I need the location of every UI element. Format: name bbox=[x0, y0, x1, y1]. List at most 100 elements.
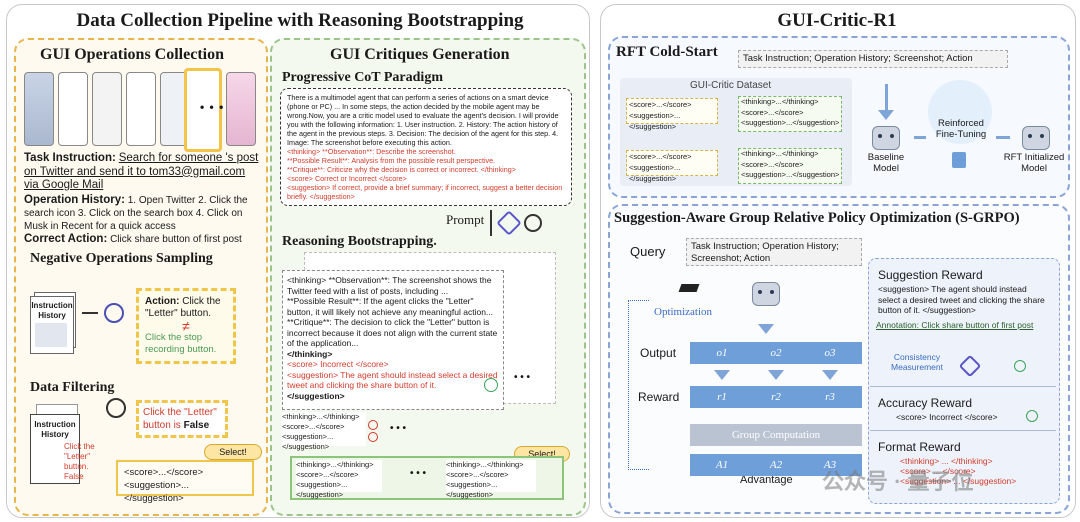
check-icon bbox=[1026, 410, 1038, 422]
fmt-line: <thinking> ... </thinking> bbox=[900, 456, 993, 466]
robot-icon bbox=[872, 126, 900, 150]
arrow-right-icon bbox=[82, 312, 98, 314]
prompt-label: Prompt bbox=[446, 212, 485, 227]
task-text: Search for someone 's post on Twitter an… bbox=[24, 152, 259, 191]
item-line: <thinking>...</thinking> bbox=[741, 149, 819, 158]
group-computation: Group Computation bbox=[690, 424, 862, 446]
dataset-item: <score>...</score> <suggestion>...</sugg… bbox=[626, 98, 718, 131]
openai-icon bbox=[104, 303, 124, 323]
robot-icon bbox=[752, 282, 780, 306]
baseline-label: Baseline Model bbox=[867, 152, 905, 174]
rft-input-text: Task Instruction; Operation History; Scr… bbox=[743, 53, 973, 64]
item-line: <score>...</score> bbox=[629, 100, 692, 109]
arrow-down-icon bbox=[758, 324, 774, 334]
history-block: Operation History: 1. Open Twitter 2. Cl… bbox=[24, 194, 260, 233]
dataset-item: <score>...</score> <suggestion>...</sugg… bbox=[626, 150, 718, 183]
select-badge: Select! bbox=[204, 444, 262, 460]
init-label: RFT Initialized Model bbox=[1003, 152, 1065, 174]
item-line: <thinking>...</thinking> bbox=[741, 97, 819, 106]
arrow-down-icon bbox=[490, 210, 492, 236]
cot-line: **Critique**: Criticize why the decision… bbox=[287, 165, 516, 174]
dots: • • • bbox=[514, 372, 531, 383]
arrow-down-icon bbox=[714, 370, 730, 380]
history-label: Operation History: bbox=[24, 194, 125, 206]
x-icon bbox=[368, 432, 378, 442]
boot-box: <thinking> **Observation**: The screensh… bbox=[282, 270, 504, 410]
mini-line: <score>...</score> bbox=[296, 470, 359, 479]
output-cell: o2 bbox=[744, 342, 808, 364]
acc-title: Accuracy Reward bbox=[878, 396, 973, 410]
advantage-cell: A1 bbox=[690, 454, 754, 476]
output-label: Output bbox=[640, 346, 677, 360]
reward-cell: r1 bbox=[690, 386, 754, 408]
grad-cap-icon bbox=[678, 284, 700, 292]
dots: • • • bbox=[410, 468, 427, 479]
verdict-text: Click the "Letter" button is bbox=[143, 407, 217, 431]
arrow-right-icon bbox=[996, 136, 1010, 139]
history-label: History bbox=[41, 430, 69, 439]
cot-prompt-box: There is a multimodel agent that can per… bbox=[280, 88, 572, 206]
select-label: Select! bbox=[528, 449, 556, 459]
instruction-label: Instruction bbox=[31, 301, 73, 310]
acc-text: <score> Incorrect </score> bbox=[896, 412, 998, 422]
right-title: GUI-Critic-R1 bbox=[777, 10, 897, 31]
output-cell: o3 bbox=[798, 342, 862, 364]
advantage-cell: A2 bbox=[744, 454, 808, 476]
group-label: Group Computation bbox=[731, 429, 821, 441]
filtering-title: Data Filtering bbox=[30, 380, 115, 395]
advantage-cell: A3 bbox=[798, 454, 862, 476]
mini-line: <score>...</score> bbox=[282, 422, 345, 431]
cot-line: <thinking> **Observation**: Describe the… bbox=[287, 147, 456, 156]
dots: • • • bbox=[390, 423, 407, 434]
mini-line: <score>...</score> bbox=[446, 470, 509, 479]
optimization-loop bbox=[628, 300, 649, 470]
grpo-title: Suggestion-Aware Group Relative Policy O… bbox=[614, 210, 1020, 226]
divider bbox=[870, 430, 1056, 431]
history-label: History bbox=[38, 311, 66, 320]
output-cell: o1 bbox=[690, 342, 754, 364]
arrow-down-icon bbox=[768, 370, 784, 380]
mini-line: <thinking>...</thinking> bbox=[296, 460, 374, 469]
not-equal: ≠ bbox=[182, 318, 190, 334]
mini-line: <suggestion>...</suggestion> bbox=[446, 480, 498, 499]
task-block: Task Instruction: Search for someone 's … bbox=[24, 152, 260, 193]
x-icon bbox=[368, 420, 378, 430]
instruction-card: Instruction History bbox=[30, 414, 80, 484]
boot-line: **Possible Result**: If the agent clicks… bbox=[287, 296, 494, 317]
correct-block: Correct Action: Click share button of fi… bbox=[24, 233, 264, 246]
ops-title: GUI Operations Collection bbox=[40, 46, 224, 63]
dots: • • • bbox=[200, 100, 225, 114]
fmt-title: Format Reward bbox=[878, 440, 961, 454]
arrow-down-icon bbox=[878, 110, 894, 120]
boot-line: <thinking> **Observation**: The screensh… bbox=[287, 275, 492, 296]
robot-icon bbox=[1022, 126, 1050, 150]
phone-screenshot bbox=[126, 72, 156, 146]
dataset-item: <thinking>...</thinking> <score>...</sco… bbox=[738, 148, 842, 184]
item-line: <suggestion>...</suggestion> bbox=[741, 118, 840, 127]
cot-line: **Possible Result**: Analysis from the p… bbox=[287, 156, 496, 165]
openai-icon bbox=[106, 398, 126, 418]
output-box: <score>...</score> <suggestion>...</sugg… bbox=[116, 460, 254, 504]
instruction-label: Instruction bbox=[34, 420, 76, 429]
arrow-shaft bbox=[885, 84, 888, 112]
rft-title: RFT Cold-Start bbox=[616, 44, 718, 60]
optimization-label: Optimization bbox=[654, 306, 713, 318]
reward-details bbox=[868, 258, 1060, 504]
verdict-bold: False bbox=[183, 420, 210, 431]
boot-line: **Critique**: The decision to click the … bbox=[287, 317, 498, 348]
side-text: Click the "Letter" button. False bbox=[64, 442, 95, 481]
mini-line: <suggestion>...</suggestion> bbox=[282, 432, 334, 451]
fmt-line: <score> ... </score> bbox=[900, 466, 976, 476]
dataset-item: <thinking>...</thinking> <score>...</sco… bbox=[738, 96, 842, 132]
boot-title: Reasoning Bootstrapping. bbox=[282, 234, 437, 249]
mini-box: <thinking>...</thinking> <score>...</sco… bbox=[296, 460, 382, 499]
arrow-right-icon bbox=[914, 136, 926, 139]
check-icon bbox=[1014, 360, 1026, 372]
verdict-box: Click the "Letter" button is False bbox=[136, 400, 228, 438]
phone-screenshot bbox=[58, 72, 88, 146]
output-score: <score>...</score> bbox=[124, 467, 204, 478]
query-text: Task Instruction; Operation History; Scr… bbox=[691, 241, 839, 264]
mini-line: <thinking>...</thinking> bbox=[282, 412, 360, 421]
critiques-title: GUI Critiques Generation bbox=[330, 46, 510, 63]
mini-box: <thinking>...</thinking> <score>...</sco… bbox=[446, 460, 536, 499]
